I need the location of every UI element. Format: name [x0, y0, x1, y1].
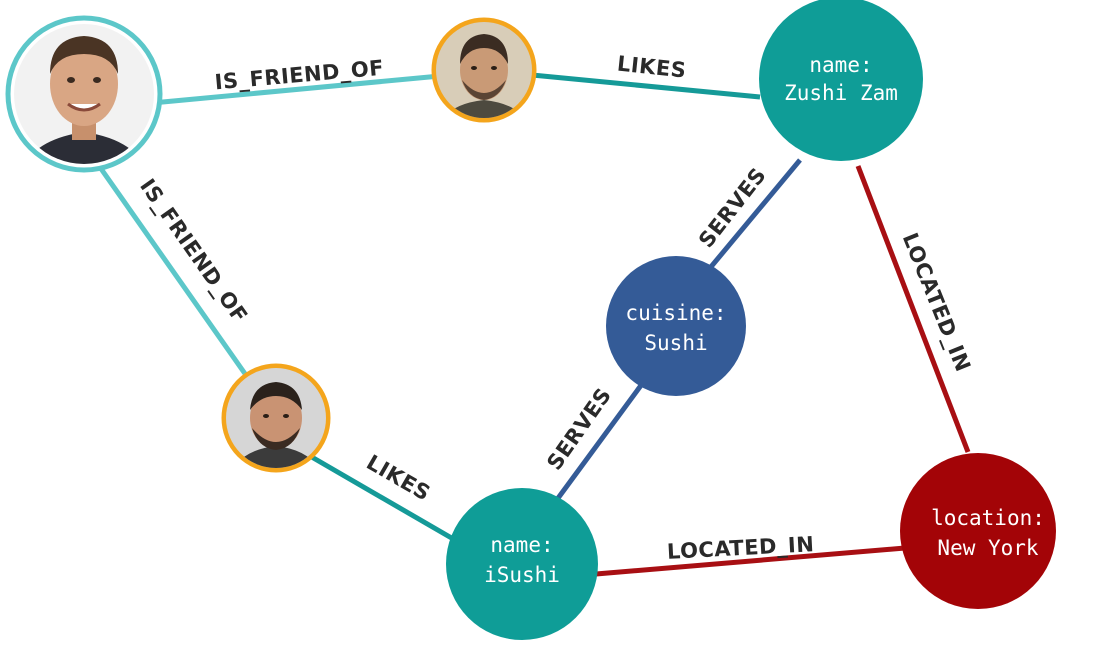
node-circle: [606, 256, 746, 396]
node-label-key: name:: [809, 53, 872, 77]
node-label-key: cuisine:: [625, 301, 726, 325]
node-label-value: Zushi Zam: [784, 81, 898, 105]
person-avatar-icon: [226, 368, 326, 468]
node-restaurant-zushi-zam[interactable]: name: Zushi Zam: [759, 0, 923, 161]
person-node-friend-bottom[interactable]: [220, 363, 332, 476]
edge-label-likes-bottom: LIKES: [362, 450, 434, 506]
node-circle: [900, 453, 1056, 609]
edge-likes-top: [531, 72, 761, 100]
edges: [94, 72, 971, 577]
edge-located-right: [855, 165, 971, 453]
node-location-new-york[interactable]: location: New York: [900, 453, 1056, 609]
edge-label-serves-bottom: SERVES: [542, 383, 616, 474]
node-label-value: New York: [937, 536, 1039, 560]
node-circle: [446, 488, 598, 640]
node-label-key: location:: [931, 506, 1045, 530]
edge-label-likes-top: LIKES: [616, 51, 688, 82]
edge-serves-bottom: [550, 382, 645, 507]
person-node-friend-top[interactable]: [430, 17, 540, 128]
edge-friend-top: [151, 73, 441, 106]
edge-friend-left: [94, 161, 251, 380]
person-node-main[interactable]: [5, 15, 163, 175]
person-avatar-icon: [14, 24, 154, 164]
edge-serves-top: [708, 158, 802, 270]
node-label-value: Sushi: [644, 331, 707, 355]
node-restaurant-isushi[interactable]: name: iSushi: [446, 488, 598, 640]
node-cuisine-sushi[interactable]: cuisine: Sushi: [606, 256, 746, 396]
node-label-key: name:: [490, 533, 553, 557]
person-avatar-icon: [436, 22, 532, 118]
node-label-value: iSushi: [484, 563, 560, 587]
edge-located-bottom: [595, 545, 906, 577]
edge-likes-bottom: [308, 453, 457, 543]
node-circle: [759, 0, 923, 161]
